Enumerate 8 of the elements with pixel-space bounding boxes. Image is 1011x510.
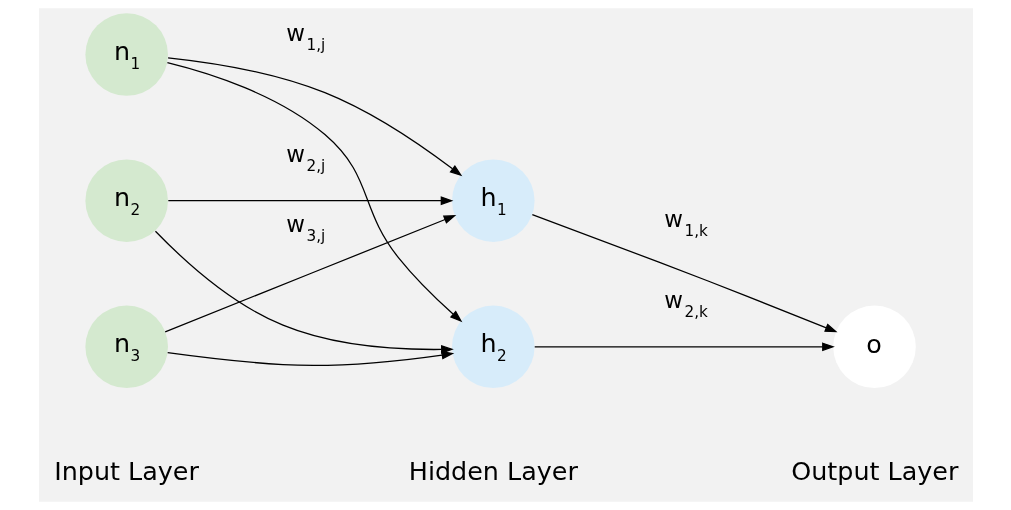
edge-label: w$_{1,k}$ xyxy=(663,205,708,240)
edge-label: w$_{1,j}$ xyxy=(285,20,325,55)
edge-label: w$_{3,j}$ xyxy=(285,210,325,245)
label: Hidden Layer xyxy=(408,456,578,487)
edge-label: w$_{2,k}$ xyxy=(663,286,708,321)
label: Input Layer xyxy=(53,456,199,487)
edge-label: w$_{2,j}$ xyxy=(285,140,325,175)
label: Output Layer xyxy=(790,456,958,487)
